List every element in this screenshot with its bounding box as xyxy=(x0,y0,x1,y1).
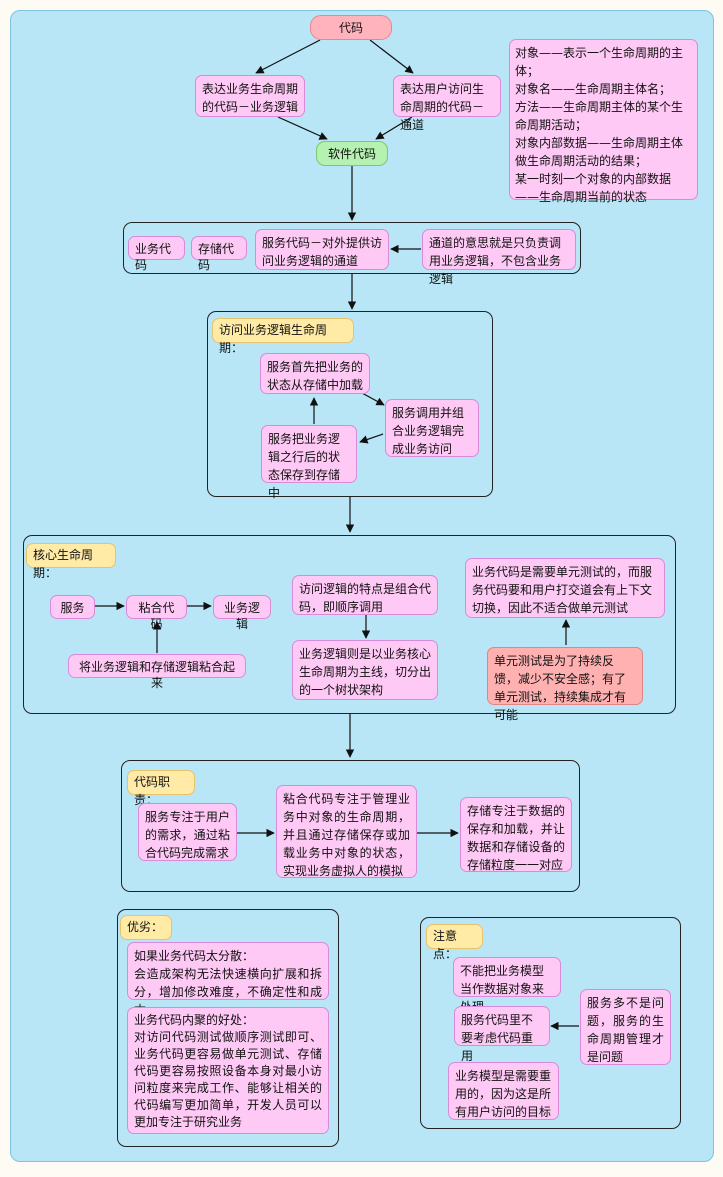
load-state-node[interactable]: 服务首先把业务的状态从存储中加载 xyxy=(260,353,370,394)
arrow-root-to-channel xyxy=(369,39,414,74)
duty-storage-node[interactable]: 存储专注于数据的保存和加载，并让数据和存储设备的存储粒度一一对应 xyxy=(460,797,572,872)
logic-feature-node[interactable]: 业务逻辑则是以业务核心生命周期为主线，切分出的一个树状架构 xyxy=(292,640,438,700)
no-data-model-node[interactable]: 不能把业务模型当作数据对象来处理 xyxy=(453,957,561,1014)
pros-cons-label: 优劣： xyxy=(120,915,172,940)
service-code-node[interactable]: 服务代码－对外提供访问业务逻辑的通道 xyxy=(255,229,389,270)
access-lifecycle-label: 访问业务逻辑生命周期： xyxy=(212,318,354,355)
core-lifecycle-label: 核心生命周期： xyxy=(26,543,116,580)
definitions-node[interactable]: 对象——表示一个生命周期的主体； 对象名——生命周期主体名； 方法——生命周期主… xyxy=(509,39,698,204)
channel-note-node[interactable]: 通道的意思就是只负责调用业务逻辑，不包含业务逻辑 xyxy=(422,229,576,286)
notes-group xyxy=(420,917,681,1129)
code-duties-group xyxy=(121,760,580,892)
arrow-call-to-save xyxy=(359,433,384,444)
glue-note-node[interactable]: 将业务逻辑和存储逻辑粘合起来 xyxy=(68,654,246,690)
glue-code-node[interactable]: 粘合代码 xyxy=(126,595,187,631)
software-code-node[interactable]: 软件代码 xyxy=(316,141,388,166)
code-duties-label: 代码职责： xyxy=(127,770,195,807)
access-feature-node[interactable]: 访问逻辑的特点是组合代码，即顺序调用 xyxy=(292,575,438,615)
arrow-business-logic-to-software xyxy=(277,116,328,140)
duty-glue-node[interactable]: 粘合代码专注于管理业务中对象的生命周期，并且通过存储保存或加载业务中对象的状态，… xyxy=(276,785,417,878)
reuse-model-node[interactable]: 业务模型是需要重用的，因为这是所有用户访问的目标 xyxy=(448,1062,559,1120)
scattered-code-node[interactable]: 如果业务代码太分散： 会造成架构无法快速横向扩展和拆分，增加修改难度，不确定性和… xyxy=(127,942,329,1017)
core-lifecycle-group xyxy=(23,535,676,714)
save-state-node[interactable]: 服务把业务逻辑之行后的状态保存到存储中 xyxy=(261,425,357,500)
pros-cons-group xyxy=(117,909,339,1147)
call-logic-node[interactable]: 服务调用并组合业务逻辑完成业务访问 xyxy=(385,399,479,457)
logic-node[interactable]: 业务逻辑 xyxy=(213,595,271,631)
duty-service-node[interactable]: 服务专注于用户的需求，通过粘合代码完成需求 xyxy=(138,803,237,861)
root-node[interactable]: 代码 xyxy=(310,15,392,40)
arrow-load-to-call xyxy=(361,392,385,406)
no-reuse-node[interactable]: 服务代码里不要考虑代码重用 xyxy=(454,1006,550,1063)
unit-test-why-node[interactable]: 单元测试是为了持续反馈，减少不安全感；有了单元测试，持续集成才有可能 xyxy=(487,647,643,722)
business-logic-node[interactable]: 表达业务生命周期的代码－业务逻辑 xyxy=(195,75,305,117)
cohesive-code-node[interactable]: 业务代码内聚的好处： 对访问代码测试做顺序测试即可、业务代码更容易做单元测试、存… xyxy=(127,1007,329,1134)
access-lifecycle-group xyxy=(207,311,493,497)
service-code-group xyxy=(123,222,581,274)
storage-code-node[interactable]: 存储代码 xyxy=(191,236,247,272)
arrow-channel-to-software xyxy=(375,116,413,140)
channel-node[interactable]: 表达用户访问生命周期的代码－通道 xyxy=(393,75,501,132)
service-ok-node[interactable]: 服务多不是问题，服务的生命周期管理才是问题 xyxy=(580,989,671,1065)
service-node[interactable]: 服务 xyxy=(50,595,95,619)
business-code-node[interactable]: 业务代码 xyxy=(128,236,185,272)
notes-label: 注意点： xyxy=(426,924,483,961)
unit-test-need-node[interactable]: 业务代码是需要单元测试的，而服务代码要和用户打交道会有上下文切换，因此不适合做单… xyxy=(465,558,665,618)
arrow-root-to-business-logic xyxy=(255,39,321,74)
